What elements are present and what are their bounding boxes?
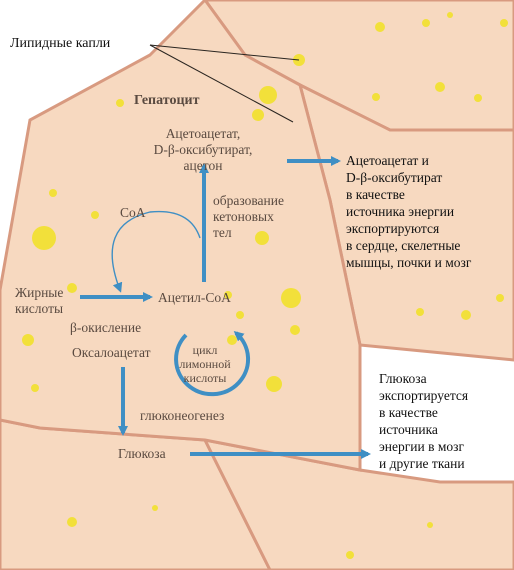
glucose-export-note: Глюкоза экспортируется в качестве источн…	[379, 371, 469, 471]
lipid-droplet	[67, 517, 77, 527]
lipid-droplet	[236, 311, 244, 319]
glucose-label: Глюкоза	[118, 446, 166, 461]
lipid-droplet	[447, 12, 453, 18]
gluconeogenesis-label: глюконеогенез	[140, 408, 225, 423]
lipid-droplet	[346, 551, 354, 559]
lipid-droplet	[266, 376, 282, 392]
lipid-droplet	[461, 310, 471, 320]
lipid-droplet	[116, 99, 124, 107]
lipid-droplet	[375, 22, 385, 32]
lipid-droplet	[224, 291, 232, 299]
ketone-formation-label: образование кетоновых тел	[213, 193, 284, 240]
lipid-droplet	[259, 86, 277, 104]
lipid-droplet	[427, 522, 433, 528]
lipid-droplets-label: Липидные капли	[10, 36, 111, 51]
lipid-droplet	[281, 288, 301, 308]
lipid-droplet	[500, 19, 508, 27]
coa-label: CoA	[120, 205, 146, 220]
lipid-droplet	[435, 82, 445, 92]
coa-return-arrow	[111, 210, 201, 293]
lipid-droplet	[252, 109, 264, 121]
lipid-label-pointers	[149, 44, 300, 123]
lipid-droplet	[31, 384, 39, 392]
fatty-acids-label: Жирные кислоты	[15, 285, 64, 316]
hepatocyte-title: Гепатоцит	[134, 93, 200, 108]
lipid-droplet	[22, 334, 34, 346]
lipid-droplet	[496, 294, 504, 302]
pathway-arrows	[80, 156, 371, 459]
lipid-droplet	[416, 308, 424, 316]
lipid-droplet	[67, 283, 77, 293]
lipid-droplet	[152, 505, 158, 511]
lipid-droplet	[255, 231, 269, 245]
lipid-droplet	[32, 226, 56, 250]
lipid-droplet	[422, 19, 430, 27]
beta-oxidation-label: β-окисление	[70, 320, 142, 335]
oxaloacetate-label: Оксалоацетат	[72, 345, 151, 360]
acetyl-coa-label: Ацетил-CoA	[158, 290, 231, 305]
citric-acid-cycle-label: цикл лимонной кислоты	[179, 343, 231, 385]
ketone-export-note: Ацетоацетат и D-β-оксибутират в качестве…	[346, 153, 472, 270]
lipid-droplet	[91, 211, 99, 219]
lipid-droplets	[22, 12, 508, 559]
lipid-droplet	[474, 94, 482, 102]
ketone-bodies-label: Ацетоацетат, D-β-оксибутират, ацетон	[153, 126, 253, 173]
lipid-droplet	[290, 325, 300, 335]
citric-acid-cycle-arrow	[174, 331, 251, 397]
lipid-droplet	[49, 189, 57, 197]
lipid-droplet	[372, 93, 380, 101]
